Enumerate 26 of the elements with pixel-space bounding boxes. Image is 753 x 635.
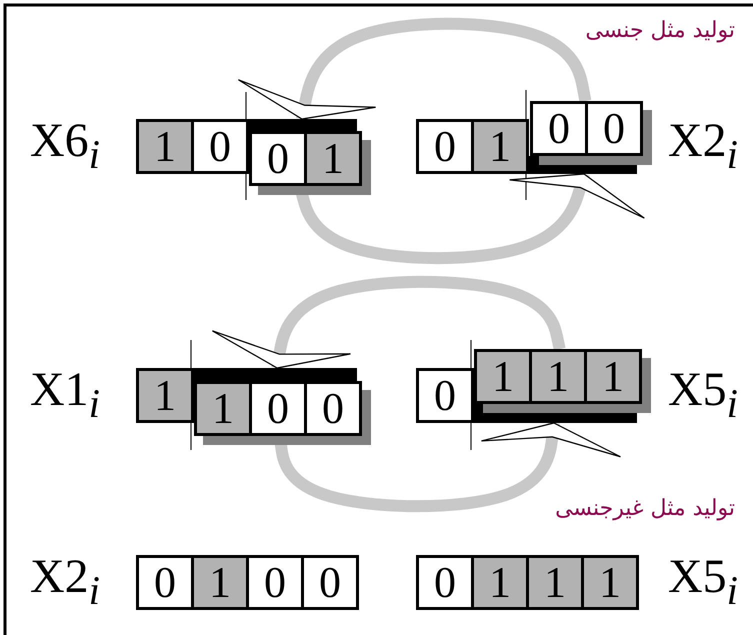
swap-arrow bbox=[238, 18, 592, 120]
swap-arrow bbox=[274, 422, 622, 512]
chromosome-label: X1$_{i}$ bbox=[30, 362, 100, 418]
gene-cell: 1 bbox=[474, 349, 532, 404]
chromosome-label: X6$_{i}$ bbox=[30, 113, 100, 169]
gene-cell: 1 bbox=[584, 349, 642, 404]
gene-cell: 1 bbox=[471, 555, 529, 610]
chromosome-label: X5$_{i}$ bbox=[668, 549, 738, 605]
chromosome-label: X2$_{i}$ bbox=[668, 113, 738, 169]
swap-arrow bbox=[212, 276, 566, 369]
gene-cell: 1 bbox=[526, 555, 584, 610]
gene-cell: 1 bbox=[581, 555, 639, 610]
gene-cell: 1 bbox=[136, 119, 194, 174]
gene-cell: 1 bbox=[191, 555, 249, 610]
chromosome-label: X2$_{i}$ bbox=[30, 549, 100, 605]
section-title: تولید مثل غیرجنسی bbox=[555, 495, 735, 523]
chromosome-label: X5$_{i}$ bbox=[668, 362, 738, 418]
gene-cell: 1 bbox=[529, 349, 587, 404]
gene-cell: 1 bbox=[471, 119, 529, 174]
section-title: تولید مثل جنسی bbox=[585, 17, 735, 45]
swap-arrow bbox=[294, 172, 645, 264]
empty-slot bbox=[249, 119, 357, 131]
gene-cell: 1 bbox=[304, 131, 362, 186]
empty-slot bbox=[194, 368, 357, 381]
gene-cell: 1 bbox=[194, 381, 252, 436]
gene-cell: 1 bbox=[136, 368, 194, 423]
